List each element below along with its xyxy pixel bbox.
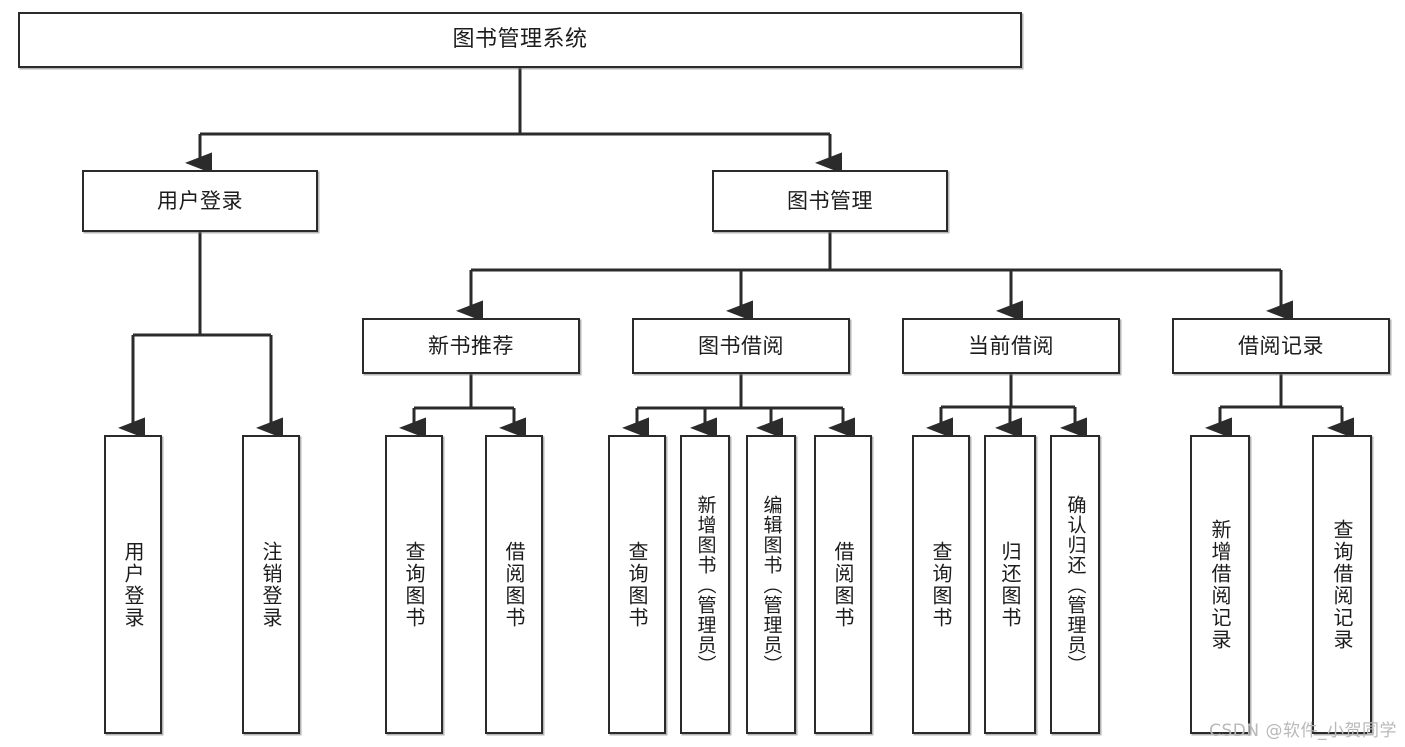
node-new-book-rec[interactable]: 新书推荐 xyxy=(362,318,580,374)
node-leaf-return-book-label: 归还图书 xyxy=(998,540,1022,629)
node-user-login-label: 用户登录 xyxy=(157,188,243,213)
node-book-manage-label: 图书管理 xyxy=(787,188,873,213)
node-leaf-query-book-rec-label: 查询图书 xyxy=(402,540,426,629)
node-leaf-query-book-current-label: 查询图书 xyxy=(929,540,953,629)
node-book-borrow[interactable]: 图书借阅 xyxy=(632,318,850,374)
node-leaf-borrow-book[interactable]: 借阅图书 xyxy=(814,435,872,734)
node-leaf-borrow-book-label: 借阅图书 xyxy=(831,540,855,629)
node-root-label: 图书管理系统 xyxy=(452,27,588,53)
node-borrow-record[interactable]: 借阅记录 xyxy=(1172,318,1390,374)
node-leaf-confirm-return-label: 确认归还（管理员） xyxy=(1064,494,1087,675)
node-leaf-add-record-label: 新增借阅记录 xyxy=(1208,518,1232,651)
node-leaf-return-book[interactable]: 归还图书 xyxy=(984,435,1036,734)
node-leaf-add-book[interactable]: 新增图书（管理员） xyxy=(680,435,730,734)
node-leaf-query-record-label: 查询借阅记录 xyxy=(1330,518,1354,651)
node-leaf-query-book-borrow-label: 查询图书 xyxy=(625,540,649,629)
node-leaf-borrow-book-rec-label: 借阅图书 xyxy=(502,540,526,629)
node-root[interactable]: 图书管理系统 xyxy=(18,12,1022,68)
node-current-borrow[interactable]: 当前借阅 xyxy=(902,318,1120,374)
node-book-manage[interactable]: 图书管理 xyxy=(712,170,948,232)
node-leaf-borrow-book-rec[interactable]: 借阅图书 xyxy=(485,435,543,734)
node-leaf-logout[interactable]: 注销登录 xyxy=(242,435,300,734)
node-leaf-query-book-rec[interactable]: 查询图书 xyxy=(385,435,443,734)
node-current-borrow-label: 当前借阅 xyxy=(968,333,1054,358)
node-leaf-edit-book-label: 编辑图书（管理员） xyxy=(760,494,783,675)
node-new-book-rec-label: 新书推荐 xyxy=(428,333,514,358)
node-leaf-query-record[interactable]: 查询借阅记录 xyxy=(1312,435,1372,734)
node-leaf-query-book-current[interactable]: 查询图书 xyxy=(912,435,970,734)
node-leaf-user-login[interactable]: 用户登录 xyxy=(104,435,162,734)
node-leaf-edit-book[interactable]: 编辑图书（管理员） xyxy=(746,435,796,734)
node-book-borrow-label: 图书借阅 xyxy=(698,333,784,358)
node-leaf-confirm-return[interactable]: 确认归还（管理员） xyxy=(1050,435,1100,734)
node-leaf-add-book-label: 新增图书（管理员） xyxy=(694,494,717,675)
node-leaf-query-book-borrow[interactable]: 查询图书 xyxy=(608,435,666,734)
watermark: CSDN @软件_小贺同学 xyxy=(1209,721,1397,741)
node-leaf-user-login-label: 用户登录 xyxy=(121,540,145,629)
node-leaf-add-record[interactable]: 新增借阅记录 xyxy=(1190,435,1250,734)
node-user-login[interactable]: 用户登录 xyxy=(82,170,318,232)
node-borrow-record-label: 借阅记录 xyxy=(1238,333,1324,358)
node-leaf-logout-label: 注销登录 xyxy=(259,540,283,629)
